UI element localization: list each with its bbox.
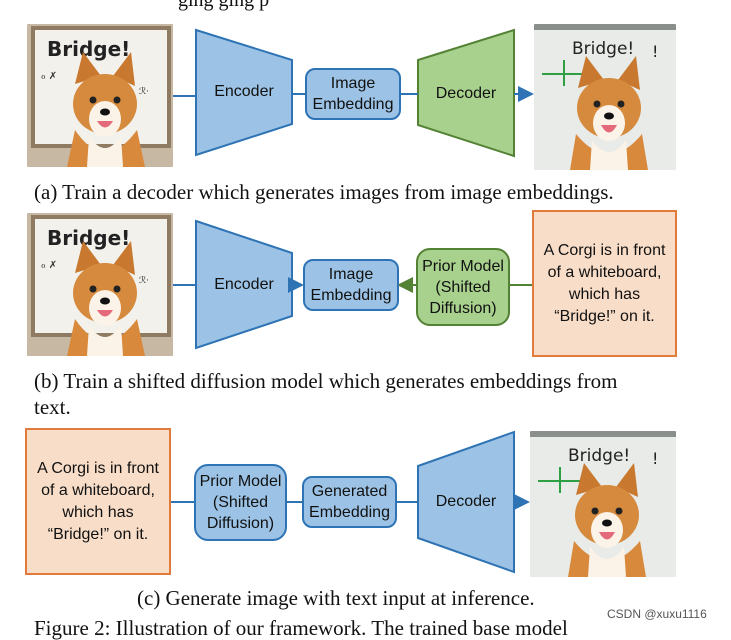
input-photo-a: Bridge! ℴ ✗ ℛ·: [27, 24, 173, 167]
encoder-b-shape: [195, 219, 293, 350]
svg-text:ℴ ✗: ℴ ✗: [41, 71, 57, 82]
encoder-a-label: Encoder: [214, 83, 274, 100]
encoder-a-shape: [195, 28, 293, 157]
svg-text:Bridge!: Bridge!: [572, 39, 634, 59]
svg-text:Bridge!: Bridge!: [568, 446, 630, 466]
input-photo-b: Bridge! ℴ ✗ ℛ·: [27, 213, 173, 356]
decoder-c-shape: [417, 430, 515, 574]
watermark: CSDN @xuxu1116: [607, 607, 707, 621]
caption-b-line2: text.: [34, 395, 71, 419]
image-embedding-b: Image Embedding: [303, 259, 399, 311]
decoder-a-shape: [417, 28, 515, 158]
caption-b-line1: (b) Train a shifted diffusion model whic…: [34, 369, 618, 393]
generated-embedding-c: Generated Embedding: [302, 476, 397, 528]
caption-a: (a) Train a decoder which generates imag…: [34, 180, 614, 204]
caption-c: (c) Generate image with text input at in…: [137, 586, 535, 610]
svg-text:!: !: [652, 449, 658, 468]
output-photo-c: Bridge! !: [530, 431, 676, 577]
svg-text:ℛ·: ℛ·: [139, 276, 149, 286]
bottom-cut-text: Figure 2: Illustration of our framework.…: [34, 616, 568, 640]
output-photo-a: Bridge! !: [534, 24, 676, 170]
top-cut-text: ging ging p: [178, 0, 270, 11]
svg-text:!: !: [652, 42, 658, 61]
text-prompt-b: A Corgi is in front of a whiteboard, whi…: [532, 210, 677, 357]
svg-text:Bridge!: Bridge!: [47, 37, 130, 61]
prior-model-c: Prior Model (Shifted Diffusion): [194, 464, 287, 541]
svg-text:Bridge!: Bridge!: [47, 226, 130, 250]
decoder-c-label: Decoder: [435, 493, 497, 510]
text-prompt-c: A Corgi is in front of a whiteboard, whi…: [25, 428, 171, 575]
svg-text:ℴ ✗: ℴ ✗: [41, 260, 57, 271]
image-embedding-a: Image Embedding: [305, 68, 401, 120]
encoder-b-label: Encoder: [214, 276, 274, 293]
decoder-a-label: Decoder: [435, 85, 497, 102]
svg-text:ℛ·: ℛ·: [139, 87, 149, 97]
prior-model-b: Prior Model (Shifted Diffusion): [416, 248, 510, 326]
